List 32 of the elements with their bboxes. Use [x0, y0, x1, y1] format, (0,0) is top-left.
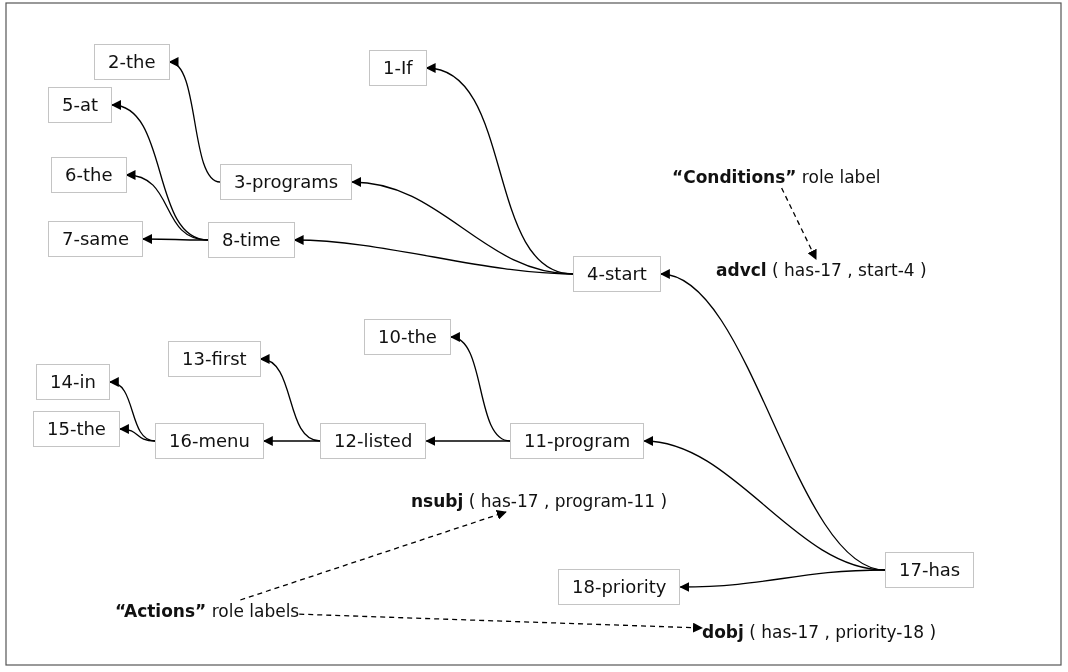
word-box: 3-programs — [220, 164, 353, 200]
word-box: 17-has — [885, 552, 975, 588]
dependency-arrow — [118, 424, 156, 442]
word-box: 11-program — [510, 423, 645, 459]
annotation-text: “Actions” role labels — [115, 600, 300, 622]
dependency-arrow — [293, 235, 574, 275]
word-box: 6-the — [51, 157, 127, 193]
word-box: 13-first — [168, 341, 261, 377]
word-box: 15-the — [33, 411, 120, 447]
dashed-arrow — [298, 613, 703, 633]
dashed-arrow — [781, 187, 817, 260]
word-box: 5-at — [48, 87, 113, 123]
word-box: 7-same — [48, 221, 143, 257]
word-box: 1-If — [369, 50, 427, 86]
annotation-text: advcl ( has-17 , start-4 ) — [716, 259, 927, 281]
dashed-arrow — [239, 510, 507, 601]
word-box: 16-menu — [155, 423, 264, 459]
dependency-arrow — [262, 436, 321, 446]
annotation-text: “Conditions” role label — [672, 166, 881, 188]
word-box: 18-priority — [558, 569, 681, 605]
annotation-text: dobj ( has-17 , priority-18 ) — [702, 621, 937, 643]
dependency-arrow — [679, 569, 886, 592]
word-box: 2-the — [94, 44, 170, 80]
word-box: 14-in — [36, 364, 110, 400]
word-box: 8-time — [208, 222, 295, 258]
dependency-arrow — [168, 60, 221, 183]
word-box: 12-listed — [320, 423, 427, 459]
annotation-text: nsubj ( has-17 , program-11 ) — [411, 490, 668, 512]
dependency-arrow — [425, 436, 511, 446]
word-box: 10-the — [364, 319, 451, 355]
word-box: 4-start — [573, 256, 661, 292]
dependency-arrow — [141, 234, 209, 244]
